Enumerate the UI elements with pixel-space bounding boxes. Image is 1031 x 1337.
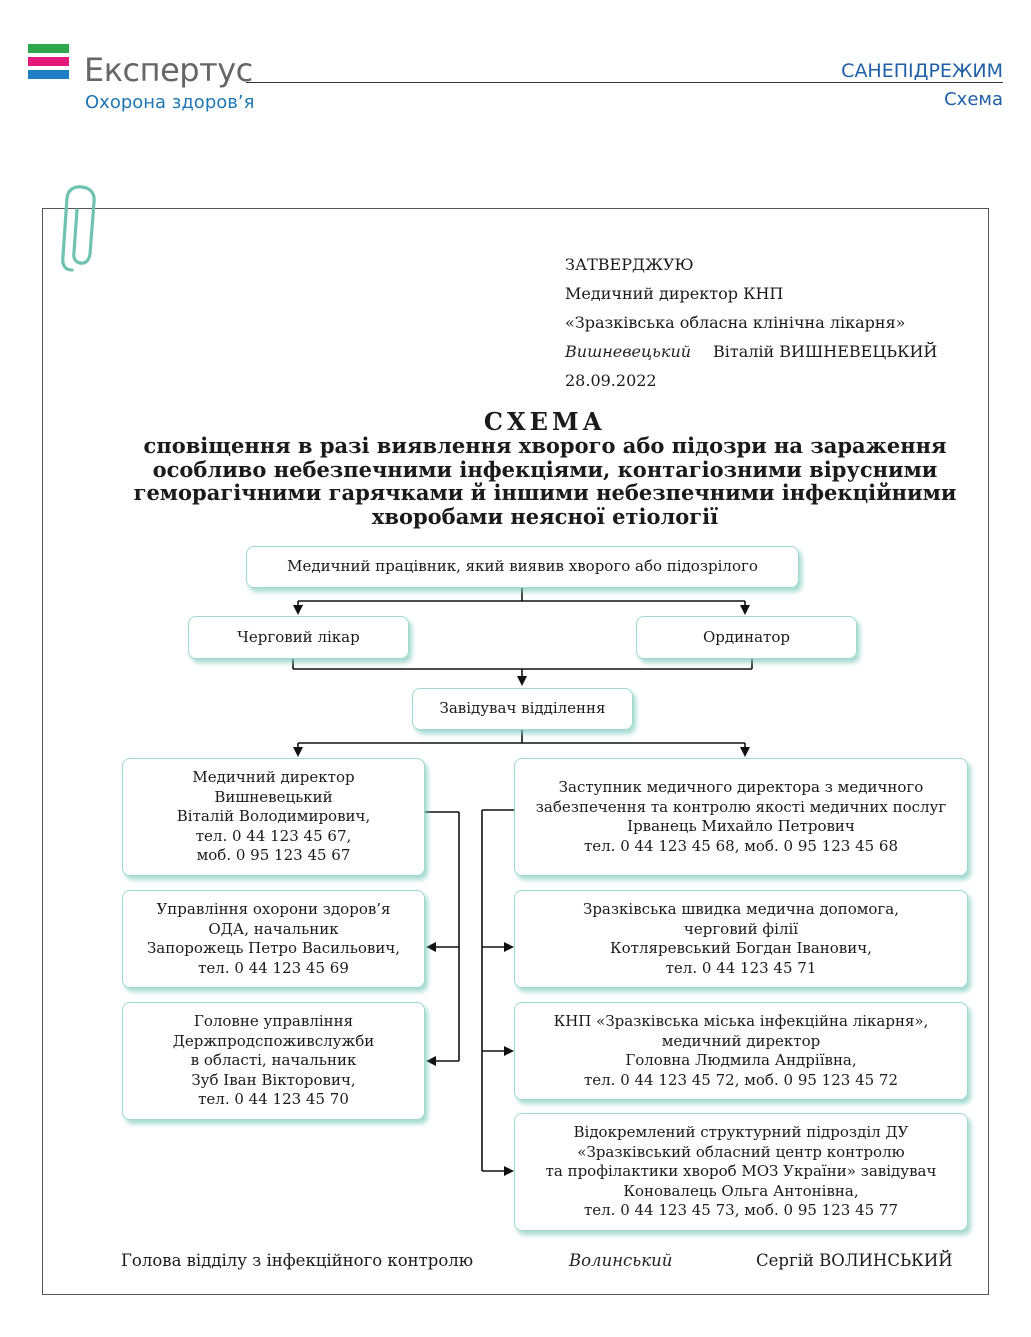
footer-name: Сергій ВОЛИНСЬКИЙ (756, 1251, 953, 1270)
paperclip-icon (61, 185, 96, 272)
approval-name: Віталій ВИШНЕВЕЦЬКИЙ (713, 342, 938, 361)
scheme-subtitle: сповіщення в разі виявлення хворого або … (110, 434, 980, 528)
box-infectious-hospital: КНП «Зразківська міська інфекційна лікар… (514, 1002, 968, 1100)
approval-date: 28.09.2022 (565, 371, 657, 390)
subtitle-line: геморагічними гарячками й іншими небезпе… (133, 480, 957, 505)
approval-organization: «Зразківська обласна клінічна лікарня» (565, 313, 906, 332)
approval-heading: ЗАТВЕРДЖУЮ (565, 255, 694, 274)
logo-bar-blue (28, 70, 69, 79)
footer-position: Голова відділу з інфекційного контролю (121, 1251, 474, 1270)
logo-mark (28, 44, 69, 84)
brand-subtitle: Охорона здоров’я (85, 92, 255, 113)
section-name: САНЕПІДРЕЖИМ (841, 60, 1003, 82)
header-divider (246, 82, 1003, 83)
doc-type: Схема (944, 89, 1003, 110)
approval-position: Медичний директор КНП (565, 284, 784, 303)
box-ambulance: Зразківська швидка медична допомога,черг… (514, 890, 968, 988)
approval-signature: Вишневецький (565, 342, 692, 361)
box-resident: Ординатор (636, 616, 857, 659)
scheme-heading: СХЕМА (483, 407, 607, 436)
subtitle-line: сповіщення в разі виявлення хворого або … (143, 433, 947, 458)
brand-name: Експертус (84, 51, 253, 89)
box-department-head: Завідувач відділення (412, 688, 633, 730)
subtitle-line: особливо небезпечними інфекціями, контаг… (152, 456, 938, 482)
logo-bar-pink (28, 57, 69, 66)
document-frame (42, 208, 989, 1295)
box-deputy-director: Заступник медичного директора з медичног… (514, 758, 968, 876)
box-disease-control-center: Відокремлений структурний підрозділ ДУ«З… (514, 1113, 968, 1231)
box-duty-doctor: Черговий лікар (188, 616, 409, 659)
logo-bar-green (28, 44, 69, 53)
box-medical-worker: Медичний працівник, який виявив хворого … (246, 546, 799, 588)
subtitle-line: хворобами неясної етіології (371, 503, 719, 529)
footer-signature: Волинський (569, 1251, 673, 1270)
